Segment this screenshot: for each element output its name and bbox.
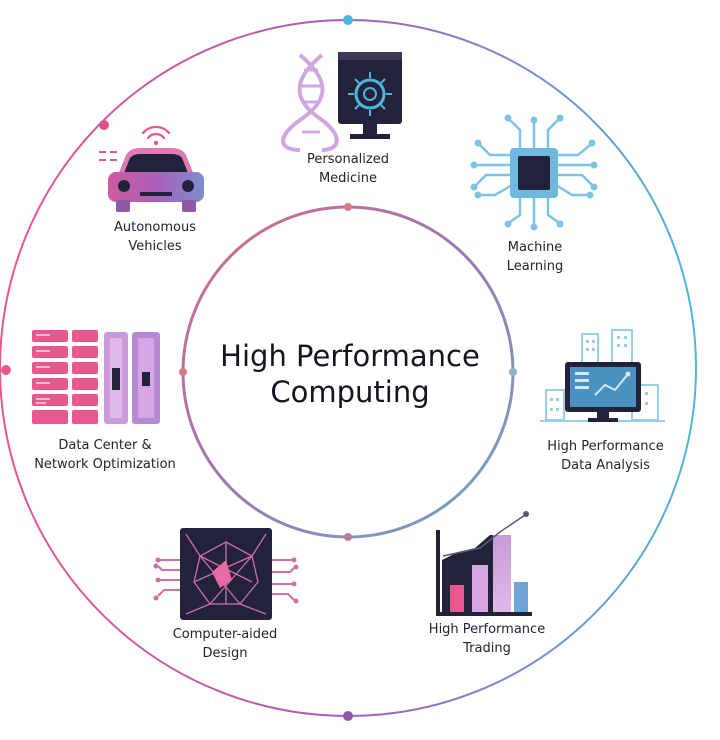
dna-monitor-icon: [281, 52, 402, 152]
mesh-chip-icon: [153, 528, 299, 620]
outer-ring-nodes: [1, 15, 353, 721]
label-machine-learning: Machine Learning: [506, 240, 564, 274]
label-computer-aided-design: Computer-aided Design: [172, 627, 278, 661]
chip-circuit-icon: [470, 114, 598, 231]
label-personalized-medicine: Personalized Medicine: [307, 152, 389, 186]
label-data-center-network-optimization: Data Center & Network Optimization: [34, 438, 176, 472]
inner-ring-nodes: [179, 203, 517, 541]
label-autonomous-vehicles: Autonomous Vehicles: [113, 220, 196, 254]
bar-chart-icon: [436, 511, 532, 616]
label-high-performance-data-analysis: High Performance Data Analysis: [547, 439, 664, 473]
car-wifi-icon: [99, 125, 204, 212]
city-monitor-icon: [540, 329, 665, 422]
center-title: High Performance Computing: [220, 339, 480, 409]
label-high-performance-trading: High Performance Trading: [428, 622, 546, 656]
server-rack-icon: [32, 330, 160, 424]
